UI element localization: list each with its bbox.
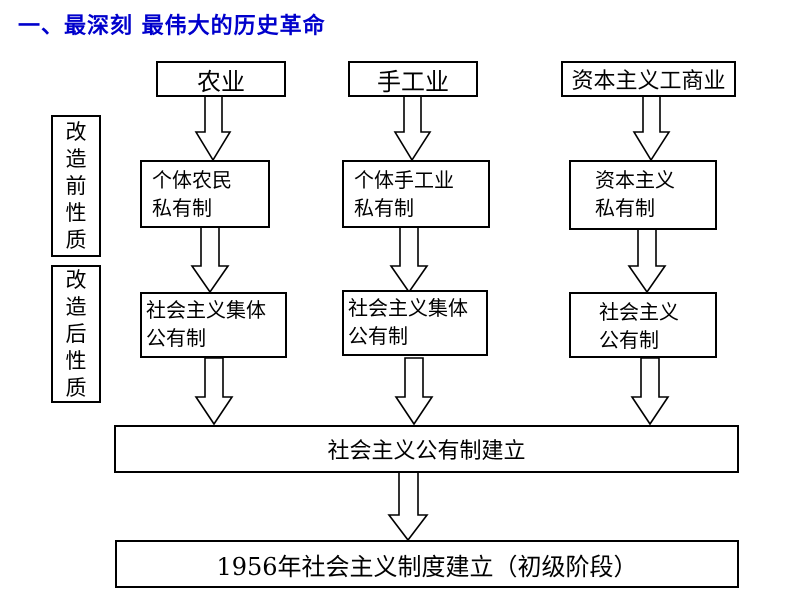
- box-line: 个体农民: [152, 168, 232, 192]
- box-line: 私有制: [354, 196, 414, 220]
- side-label-after: 改 造 后 性 质: [51, 265, 101, 403]
- side-char: 性: [65, 348, 87, 373]
- down-arrow: [387, 471, 429, 542]
- box-line: 私有制: [595, 196, 655, 220]
- after-box-capitalist: 社会主义 公有制: [569, 292, 717, 358]
- side-char: 后: [65, 321, 87, 346]
- down-arrow: [190, 226, 230, 294]
- box-line: 资本主义: [595, 168, 675, 192]
- down-arrow: [627, 228, 667, 294]
- side-char: 前: [65, 173, 87, 198]
- box-line: 公有制: [599, 328, 659, 352]
- after-box-agriculture: 社会主义集体 公有制: [140, 292, 287, 358]
- box-line: 社会主义: [599, 300, 679, 324]
- down-arrow: [393, 95, 432, 162]
- down-arrow: [630, 357, 670, 426]
- sector-box-capitalist-industry: 资本主义工商业: [561, 61, 736, 97]
- after-box-handicraft: 社会主义集体 公有制: [342, 290, 488, 356]
- before-box-agriculture: 个体农民 私有制: [140, 160, 270, 228]
- down-arrow: [632, 95, 671, 162]
- box-line: 公有制: [146, 326, 206, 350]
- before-box-capitalist: 资本主义 私有制: [569, 160, 717, 230]
- side-char: 质: [65, 375, 87, 400]
- down-arrow: [194, 95, 232, 162]
- side-char: 造: [65, 294, 87, 319]
- down-arrow: [394, 357, 434, 426]
- final-box: 1956年社会主义制度建立（初级阶段）: [115, 540, 739, 588]
- side-char: 改: [65, 267, 87, 292]
- merge-box: 社会主义公有制建立: [114, 425, 739, 473]
- box-line: 公有制: [348, 324, 408, 348]
- box-line: 社会主义集体: [146, 298, 266, 322]
- down-arrow: [389, 226, 429, 294]
- sector-box-handicraft: 手工业: [348, 61, 478, 97]
- box-line: 私有制: [152, 196, 212, 220]
- down-arrow: [194, 357, 234, 426]
- side-char: 造: [65, 146, 87, 171]
- box-line: 社会主义集体: [348, 296, 468, 320]
- box-line: 个体手工业: [354, 168, 454, 192]
- side-label-before: 改 造 前 性 质: [51, 115, 101, 257]
- side-char: 改: [65, 119, 87, 144]
- side-char: 性: [65, 200, 87, 225]
- side-char: 质: [65, 227, 87, 252]
- sector-box-agriculture: 农业: [156, 61, 286, 97]
- page-title: 一、最深刻 最伟大的历史革命: [18, 13, 326, 39]
- before-box-handicraft: 个体手工业 私有制: [342, 160, 490, 228]
